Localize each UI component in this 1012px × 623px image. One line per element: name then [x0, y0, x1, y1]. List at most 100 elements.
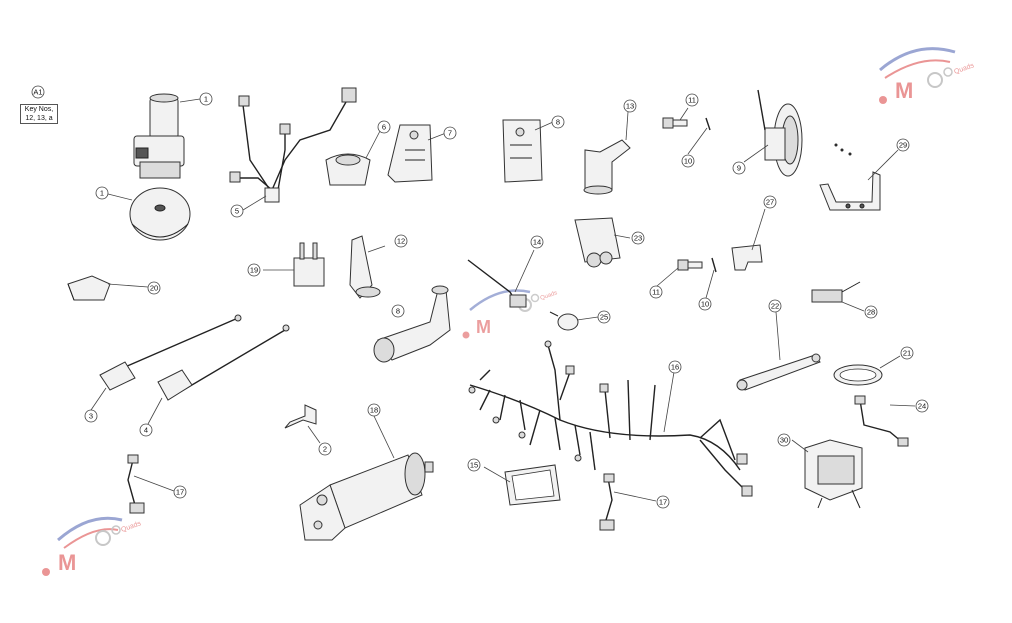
bracket-part-27	[731, 244, 763, 271]
relay-part-19	[293, 242, 325, 287]
watermark-logo-top-right: M Quads	[879, 47, 976, 104]
callout-1b: 1	[95, 186, 109, 200]
callout-23: 23	[631, 231, 645, 245]
svg-text:13: 13	[626, 102, 634, 111]
callout-7: 7	[443, 126, 457, 140]
svg-text:7: 7	[448, 129, 452, 138]
svg-text:M: M	[895, 78, 913, 103]
callout-10-top: 10	[681, 154, 695, 168]
callout-17-left: 17	[173, 485, 187, 499]
cable-part-3	[99, 314, 242, 391]
bracket-part-7	[387, 124, 433, 183]
svg-text:14: 14	[533, 238, 541, 247]
panel-part-15	[504, 464, 561, 506]
band-part-21	[833, 364, 883, 386]
svg-text:6: 6	[382, 123, 386, 132]
callout-8: 8	[551, 115, 565, 129]
callout-1a: 1	[199, 92, 213, 106]
switch-part-28	[811, 281, 861, 303]
svg-text:5: 5	[235, 207, 239, 216]
callout-29: 29	[896, 138, 910, 152]
callout-16: 16	[668, 360, 682, 374]
svg-text:15: 15	[470, 461, 478, 470]
main-harness-part-16	[468, 340, 753, 497]
callout-3: 3	[84, 409, 98, 423]
svg-text:12: 12	[397, 237, 405, 246]
svg-text:3: 3	[89, 412, 93, 421]
svg-text:22: 22	[771, 302, 779, 311]
svg-text:8: 8	[396, 307, 400, 316]
svg-text:16: 16	[671, 363, 679, 372]
svg-text:24: 24	[918, 402, 926, 411]
svg-text:30: 30	[780, 436, 788, 445]
leader-lines	[90, 98, 916, 502]
svg-text:21: 21	[903, 349, 911, 358]
key-note-line1: Key Nos,	[24, 106, 54, 113]
svg-text:Quads: Quads	[953, 62, 975, 76]
callout-9: 9	[732, 161, 746, 175]
ignition-cap-part	[129, 187, 191, 241]
callout-20: 20	[147, 281, 161, 295]
harness-part-17-right	[599, 473, 615, 531]
svg-text:11: 11	[652, 288, 660, 297]
callout-19: 19	[247, 263, 261, 277]
key-note-box: Key Nos, 12, 13, a	[20, 104, 58, 124]
svg-text:8: 8	[556, 118, 560, 127]
callout-30: 30	[777, 433, 791, 447]
sensor-part-14	[467, 259, 527, 308]
callout-22: 22	[768, 299, 782, 313]
svg-text:18: 18	[370, 406, 378, 415]
svg-text:A1: A1	[33, 88, 42, 97]
plug-cap-part-13	[583, 139, 631, 195]
callout-24: 24	[915, 399, 929, 413]
callout-17-right: 17	[656, 495, 670, 509]
svg-text:11: 11	[688, 96, 696, 105]
tube-part-12	[349, 235, 381, 299]
callout-8-small: 8	[391, 304, 405, 318]
bolt-part-11-top	[662, 117, 688, 129]
cap-part-25	[549, 311, 579, 331]
callout-28: 28	[864, 305, 878, 319]
plug-cap-part-8-small	[373, 285, 451, 363]
callout-5: 5	[230, 204, 244, 218]
svg-text:29: 29	[899, 141, 907, 150]
svg-text:4: 4	[144, 426, 148, 435]
svg-text:Quads: Quads	[540, 290, 559, 302]
svg-text:25: 25	[600, 313, 608, 322]
callout-18: 18	[367, 403, 381, 417]
svg-text:28: 28	[867, 308, 875, 317]
callout-13: 13	[623, 99, 637, 113]
callout-21: 21	[900, 346, 914, 360]
svg-text:M: M	[476, 317, 491, 337]
clip-part-10-top	[705, 117, 711, 131]
sub-harness-part	[229, 87, 357, 203]
key-callout-a1: A1	[31, 85, 45, 99]
svg-text:27: 27	[766, 198, 774, 207]
callout-25: 25	[597, 310, 611, 324]
holder-part-23	[574, 217, 621, 268]
ignition-switch-part	[133, 93, 185, 179]
callout-10-lower: 10	[698, 297, 712, 311]
svg-text:20: 20	[150, 284, 158, 293]
bracket-part-8	[502, 119, 543, 183]
cover-part-6	[325, 153, 371, 186]
wire-part-24	[854, 395, 909, 447]
starter-motor-part-18	[299, 452, 434, 541]
callout-15: 15	[467, 458, 481, 472]
svg-text:1: 1	[204, 95, 208, 104]
cdi-part-30	[804, 439, 863, 509]
callout-27: 27	[763, 195, 777, 209]
callout-11-top: 11	[685, 93, 699, 107]
bracket-part-29	[819, 143, 881, 211]
svg-text:10: 10	[701, 300, 709, 309]
callout-4: 4	[139, 423, 153, 437]
bracket-part-2	[284, 404, 317, 429]
svg-text:Quads: Quads	[120, 520, 142, 534]
clip-part-10-lower	[711, 257, 717, 273]
cover-part-20	[67, 275, 111, 301]
callout-2: 2	[318, 442, 332, 456]
callout-6: 6	[377, 120, 391, 134]
svg-text:9: 9	[737, 164, 741, 173]
svg-text:23: 23	[634, 234, 642, 243]
harness-part-17-left	[127, 454, 145, 514]
